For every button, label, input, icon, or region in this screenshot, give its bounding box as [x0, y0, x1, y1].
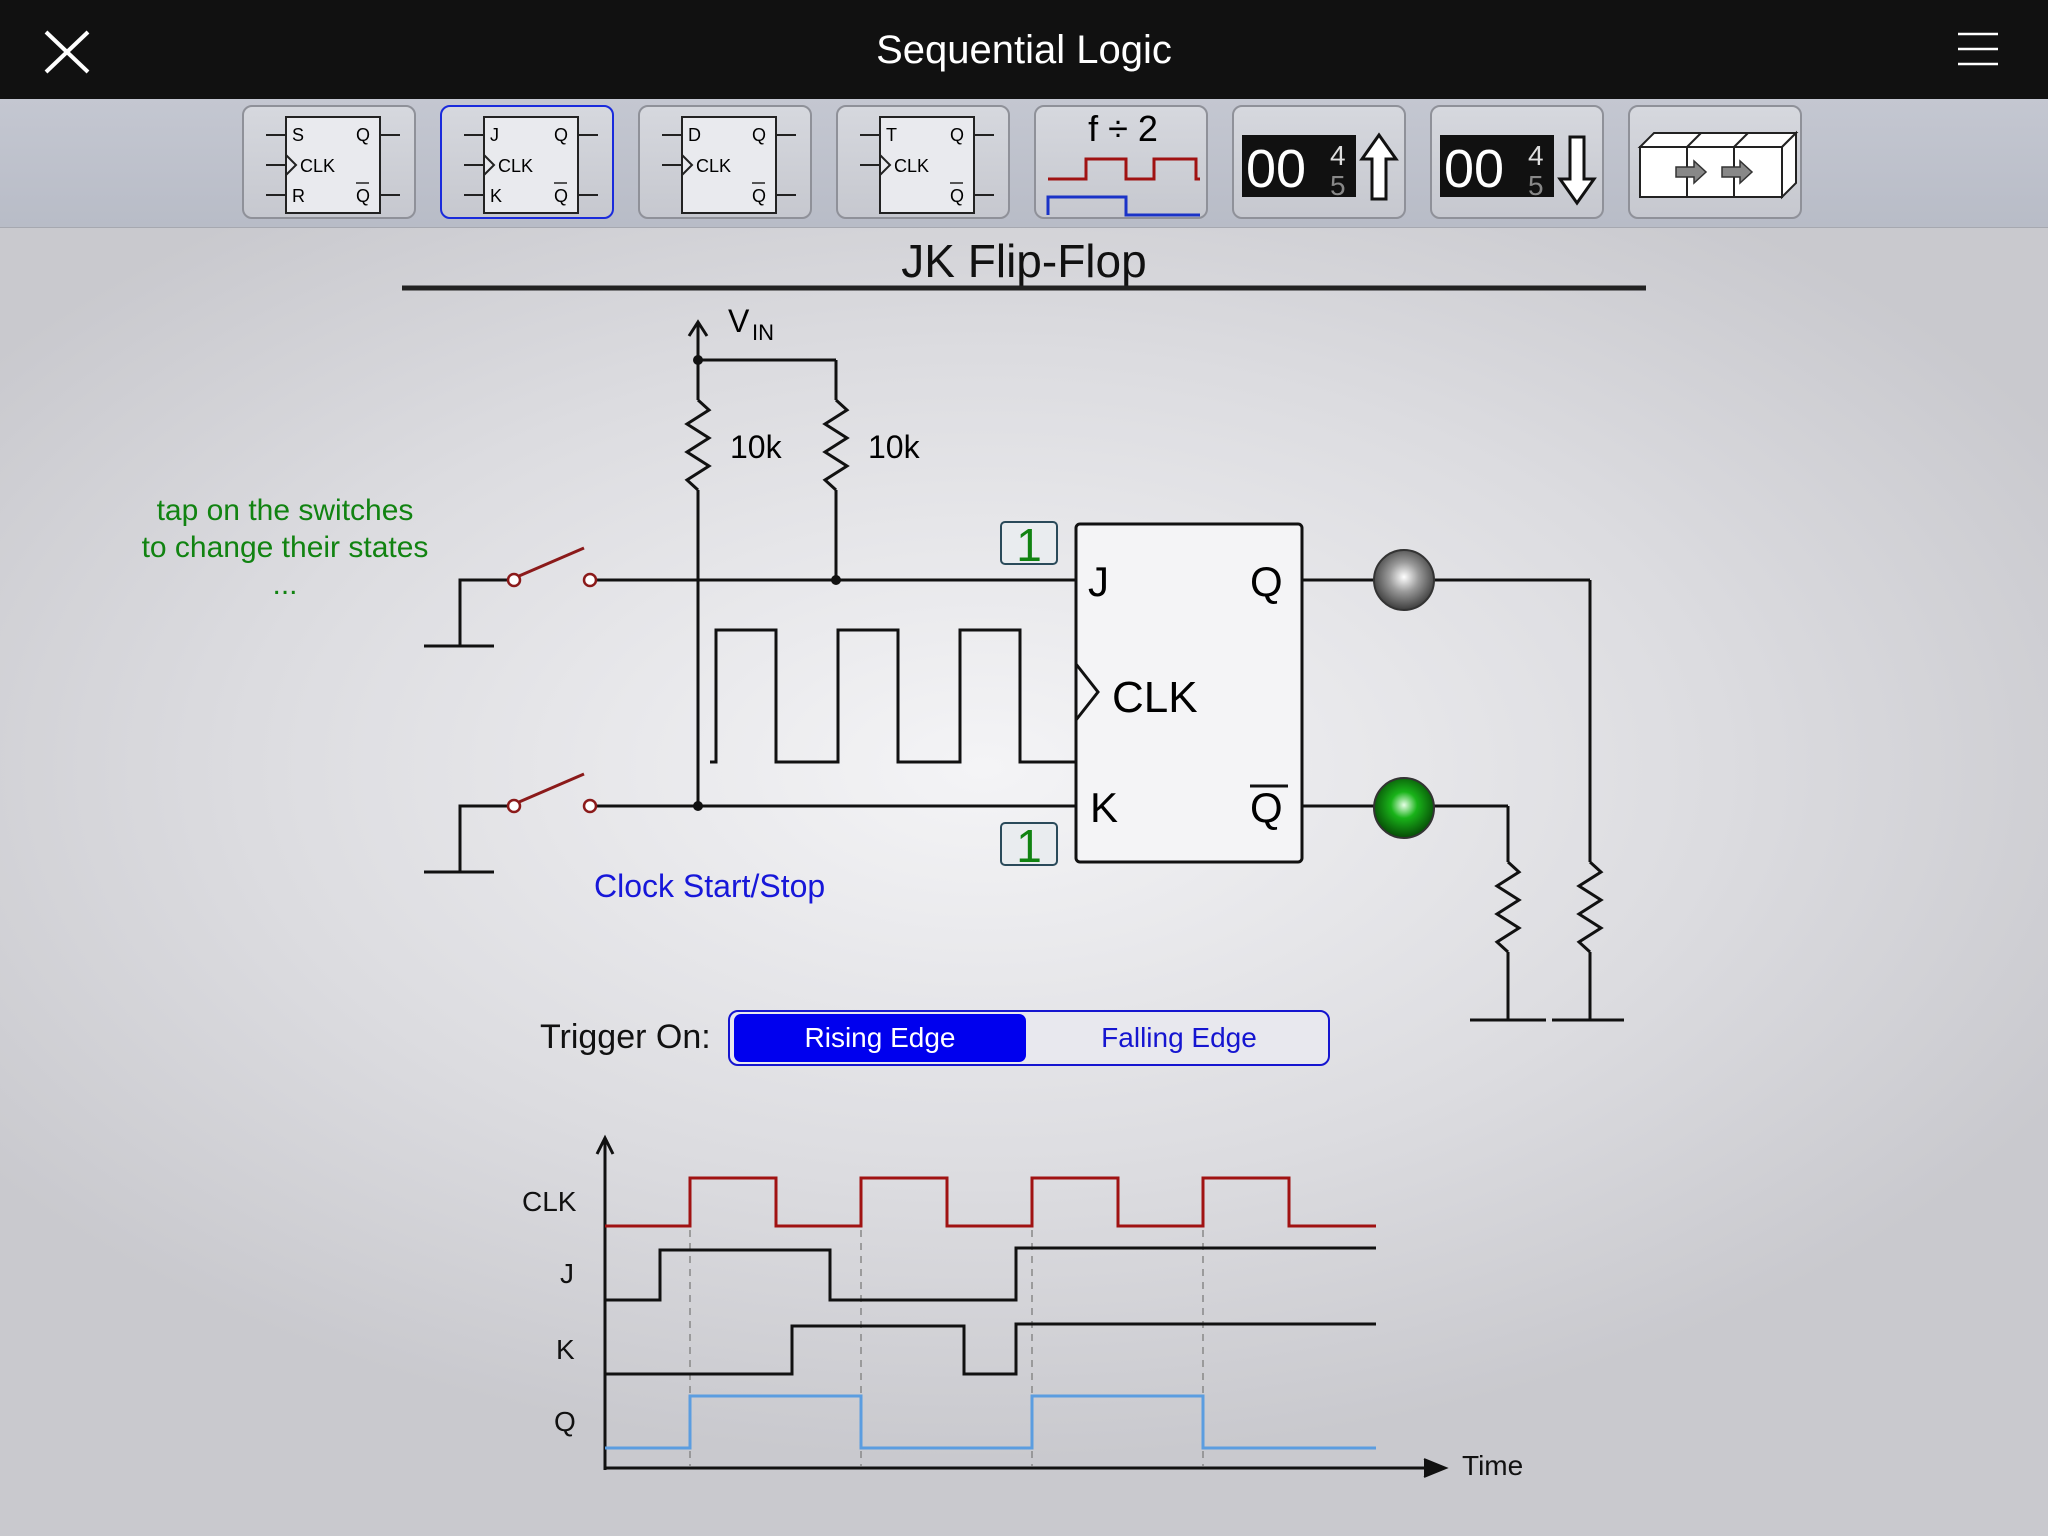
resistor-1-label: 10k: [730, 429, 783, 465]
j-value-display: 1: [1000, 521, 1058, 568]
svg-text:Q: Q: [752, 125, 766, 145]
switch-j[interactable]: [500, 540, 600, 590]
k-value-display: 1: [1000, 822, 1058, 869]
qbar-led-indicator: [1373, 777, 1435, 839]
pin-qbar-label: Q: [1250, 784, 1283, 831]
pin-j-label: J: [1088, 558, 1109, 605]
tool-d-flip-flop[interactable]: D Q CLK Q: [638, 105, 812, 219]
svg-text:4: 4: [1330, 140, 1346, 171]
svg-text:CLK: CLK: [696, 156, 731, 176]
svg-text:Q: Q: [554, 125, 568, 145]
pin-label: CLK: [300, 156, 335, 176]
svg-text:f ÷ 2: f ÷ 2: [1088, 108, 1158, 149]
shift-register-icon: [1637, 130, 1799, 200]
svg-text:J: J: [490, 125, 499, 145]
top-bar: Sequential Logic: [0, 0, 2048, 99]
falling-edge-option[interactable]: Falling Edge: [1101, 1022, 1257, 1053]
pin-label: Q: [356, 186, 370, 206]
pin-q-label: Q: [1250, 558, 1283, 605]
jk-flip-flop-block: [1074, 522, 1304, 864]
tool-jk-flip-flop[interactable]: J Q CLK K Q: [440, 105, 614, 219]
timing-label-q: Q: [554, 1406, 576, 1437]
q-led-indicator: [1373, 549, 1435, 611]
vin-label: V: [728, 303, 750, 339]
circuit-wiring: [424, 319, 1624, 1022]
svg-text:5: 5: [1330, 170, 1346, 201]
resistor-2-label: 10k: [868, 429, 921, 465]
svg-text:CLK: CLK: [498, 156, 533, 176]
pin-clk-label: CLK: [1112, 673, 1198, 722]
tool-shift-register[interactable]: [1628, 105, 1802, 219]
pin-label: R: [292, 186, 305, 206]
app-title: Sequential Logic: [876, 28, 1172, 72]
tool-sr-flip-flop[interactable]: S Q CLK R Q: [242, 105, 416, 219]
tool-down-counter[interactable]: 00 4 5: [1430, 105, 1604, 219]
svg-text:00: 00: [1444, 139, 1504, 199]
rising-edge-option[interactable]: Rising Edge: [734, 1014, 1026, 1062]
tool-frequency-divider[interactable]: f ÷ 2: [1034, 105, 1208, 219]
timing-label-k: K: [556, 1334, 575, 1365]
circuit-toolbar: S Q CLK R Q J Q CLK K Q D: [0, 99, 2048, 228]
switch-k[interactable]: [500, 766, 600, 816]
timing-diagram: [595, 1134, 1449, 1478]
j-trace: [605, 1246, 1376, 1302]
trigger-label: Trigger On:: [540, 1018, 711, 1056]
trigger-segmented-control: Rising Edge Falling Edge: [728, 1010, 1330, 1066]
svg-text:Q: Q: [554, 186, 568, 206]
page-title: JK Flip-Flop: [901, 235, 1147, 287]
k-trace: [605, 1322, 1376, 1376]
svg-text:CLK: CLK: [894, 156, 929, 176]
clk-trace: [605, 1176, 1376, 1228]
svg-text:K: K: [490, 186, 502, 206]
switch-hint: tap on the switches to change their stat…: [141, 494, 429, 601]
tool-up-counter[interactable]: 00 4 5: [1232, 105, 1406, 219]
menu-icon[interactable]: [1956, 30, 2000, 70]
q-trace: [605, 1394, 1376, 1450]
svg-text:00: 00: [1246, 139, 1306, 199]
timing-label-j: J: [560, 1258, 574, 1289]
pin-label: S: [292, 125, 304, 145]
tool-t-flip-flop[interactable]: T Q CLK Q: [836, 105, 1010, 219]
svg-text:Q: Q: [950, 186, 964, 206]
svg-text:Q: Q: [950, 125, 964, 145]
timing-label-clk: CLK: [522, 1186, 577, 1217]
svg-text:5: 5: [1528, 170, 1544, 201]
timing-axis-label: Time: [1462, 1450, 1524, 1481]
clock-start-stop-button[interactable]: Clock Start/Stop: [594, 868, 826, 904]
close-icon[interactable]: [40, 24, 96, 80]
svg-text:T: T: [886, 125, 897, 145]
svg-text:D: D: [688, 125, 701, 145]
pin-k-label: K: [1090, 784, 1118, 831]
svg-text:4: 4: [1528, 140, 1544, 171]
svg-text:Q: Q: [752, 186, 766, 206]
pin-label: Q: [356, 125, 370, 145]
vin-subscript: IN: [752, 320, 774, 345]
